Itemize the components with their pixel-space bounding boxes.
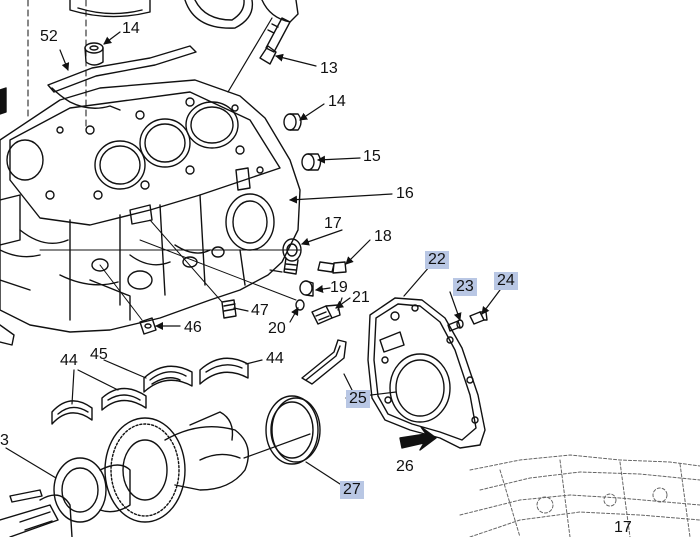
callout-13: 13 <box>320 60 338 77</box>
callout-24: 24 <box>494 272 518 290</box>
bearing-shells <box>51 357 249 425</box>
callout-44-right: 44 <box>266 350 284 367</box>
bolt-13 <box>259 17 291 65</box>
callout-47: 47 <box>251 302 269 319</box>
bushing-14-top <box>84 42 104 66</box>
bolt-18 <box>317 261 347 274</box>
callout-46: 46 <box>184 319 202 336</box>
callout-3: 3 <box>0 432 9 449</box>
callout-21: 21 <box>352 289 370 306</box>
top-bearing-caps <box>69 0 299 29</box>
callout-22: 22 <box>425 251 449 269</box>
callout-15: 15 <box>363 148 381 165</box>
callout-16: 16 <box>396 185 414 202</box>
plug-19 <box>299 280 314 297</box>
callout-17: 17 <box>324 215 342 232</box>
sensor-21 <box>311 304 341 325</box>
callout-52: 52 <box>40 28 58 45</box>
engine-block <box>0 79 301 346</box>
callout-25: 25 <box>346 390 370 408</box>
plug-47 <box>221 299 237 319</box>
callout-14-right: 14 <box>328 93 346 110</box>
sensor-17 <box>282 238 302 275</box>
alignment-lines <box>39 219 301 321</box>
guide-lines <box>27 0 87 129</box>
callout-20: 20 <box>268 320 286 337</box>
gasket-25 <box>301 339 347 385</box>
callout-23: 23 <box>453 278 477 296</box>
oring-20 <box>295 299 305 311</box>
view-arrow-26 <box>399 426 437 451</box>
callout-26: 26 <box>396 458 414 475</box>
callout-14-top: 14 <box>122 20 140 37</box>
oil-pan-gasket-52 <box>47 45 197 111</box>
left-arrow-shape <box>0 87 7 115</box>
callout-45: 45 <box>90 346 108 363</box>
crankshaft <box>0 411 249 537</box>
callout-17-bottom: 17 <box>614 519 632 536</box>
callout-18: 18 <box>374 228 392 245</box>
bolt-23 <box>447 319 464 332</box>
faint-detail-part <box>459 454 700 537</box>
leader-lines <box>59 31 501 330</box>
plug-46 <box>139 317 157 335</box>
callout-44-left: 44 <box>60 352 78 369</box>
bushing-15 <box>301 153 322 171</box>
rear-cover-22 <box>367 297 486 449</box>
pin-near-3 <box>9 489 43 503</box>
callout-19: 19 <box>330 279 348 296</box>
callout-27: 27 <box>340 481 364 499</box>
rear-main-seal-27 <box>265 395 321 465</box>
bushing-14-right <box>283 113 302 131</box>
leader-lines-plain <box>5 17 431 485</box>
bolt-24 <box>469 311 488 325</box>
